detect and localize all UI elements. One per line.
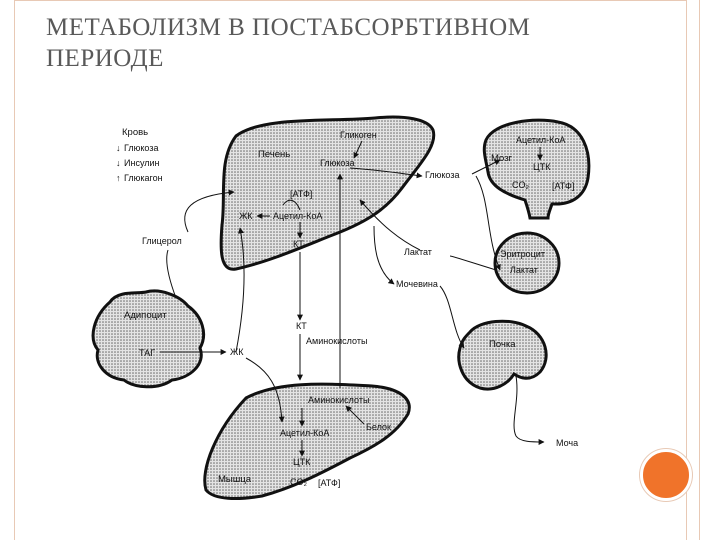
kidney-urine: Моча (556, 438, 578, 448)
adipocyte-tag: ТАГ (139, 348, 155, 358)
muscle-tca: ЦТК (293, 457, 311, 467)
brain-co2: CO₂ (512, 180, 530, 190)
erythrocyte-lactate: Лактат (510, 265, 538, 275)
legend-arrow-insulin: ↓ (116, 158, 121, 168)
legend-header: Кровь (122, 127, 148, 138)
liver-atp: [АТФ] (290, 189, 312, 199)
legend-label-insulin: Инсулин (124, 158, 160, 168)
legend-arrow-glucose: ↓ (116, 143, 121, 153)
erythrocyte-name: Эритроцит (500, 249, 545, 259)
kidney-name: Почка (489, 339, 516, 350)
pathway-arrows (166, 167, 501, 423)
brain-shape (482, 118, 591, 220)
brain-name: Мозг (491, 153, 513, 164)
liver-fa: ЖК (239, 211, 253, 221)
slide-frame-top (14, 0, 686, 1)
erythrocyte-shape (493, 231, 561, 295)
muscle-shape (203, 382, 411, 500)
liver-kt: КТ (293, 239, 304, 249)
adipocyte-labels: Адипоцит ТАГ (124, 310, 167, 358)
muscle-amino-acids: Аминокислоты (308, 395, 369, 405)
adipocyte-name: Адипоцит (124, 310, 167, 321)
arrow-urea-from-liver (373, 225, 395, 285)
legend-arrow-glucagon: ↑ (116, 173, 121, 183)
liver-shape (219, 115, 436, 271)
brain-tca: ЦТК (533, 162, 551, 172)
blood-glycerol: Глицерол (142, 236, 182, 246)
liver-acetyl-coa: Ацетил-КоА (273, 211, 322, 221)
brain-atp: [АТФ] (552, 181, 574, 191)
muscle-name: Мышца (218, 474, 252, 485)
kidney-shape (457, 319, 548, 391)
arrow-lactate-from-rbc (449, 255, 497, 271)
muscle-atp: [АТФ] (318, 478, 340, 488)
arrow-kidney-to-urine (513, 375, 545, 445)
legend-label-glucagon: Глюкагон (124, 173, 163, 183)
arrow-fa-to-muscle (245, 357, 285, 423)
arrow-fa-to-liver (235, 227, 245, 353)
muscle-protein: Белок (366, 422, 391, 432)
arrow-glucose-to-brain (349, 167, 423, 179)
blood-fa: ЖК (230, 347, 244, 357)
legend-label-glucose: Глюкоза (124, 143, 158, 153)
brain-glucose: Глюкоза (425, 170, 459, 180)
blood-urea: Мочевина (396, 279, 438, 289)
muscle-co2: CO₂ (290, 477, 308, 487)
brain-arrow-glucose-in (471, 159, 501, 175)
legend: Кровь ↓ Глюкоза ↓ Инсулин ↑ Глюкагон (116, 127, 163, 183)
blood-lactate: Лактат (404, 247, 432, 257)
slide-frame-right (686, 0, 700, 540)
arrow-lactate-to-liver (359, 199, 421, 251)
adipocyte-shape (91, 289, 205, 389)
brain-labels: Ацетил-КоА Мозг ЦТК CO₂ [АТФ] Глюкоза (425, 135, 574, 191)
arrow-urea-to-kidney (439, 285, 465, 349)
arrow-glucose-to-rbc (475, 175, 501, 271)
blood-labels: Глицерол Лактат Мочевина КТ Аминокислоты (142, 236, 438, 346)
liver-glucose: Глюкоза (320, 158, 354, 168)
liver-name: Печень (258, 149, 290, 160)
arrow-glycerol-to-liver (184, 189, 235, 233)
liver-labels: Печень Гликоген Глюкоза [АТФ] ЖК Ацетил-… (239, 130, 377, 249)
muscle-labels: Аминокислоты Белок Ацетил-КоА ЦТК Мышца … (218, 395, 391, 488)
arrow-atp-curve (282, 199, 301, 211)
arrow-adipocyte-to-glycerol (166, 249, 177, 299)
blood-amino-acids: Аминокислоты (306, 336, 367, 346)
arrow-glycogen-to-glucose (353, 140, 363, 159)
muscle-acetyl-coa: Ацетил-КоА (280, 428, 329, 438)
arrow-protein-to-aa (345, 405, 365, 425)
liver-glycogen: Гликоген (340, 130, 377, 140)
erythrocyte-labels: Эритроцит Лактат (500, 249, 545, 275)
slide-title: МЕТАБОЛИЗМ В ПОСТАБСОРБТИВНОМ ПЕРИОДЕ (46, 14, 531, 72)
slide-frame-left (0, 0, 15, 540)
blood-kt: КТ (296, 321, 307, 331)
brain-acetyl-coa: Ацетил-КоА (516, 135, 565, 145)
decorative-circle (640, 449, 692, 501)
